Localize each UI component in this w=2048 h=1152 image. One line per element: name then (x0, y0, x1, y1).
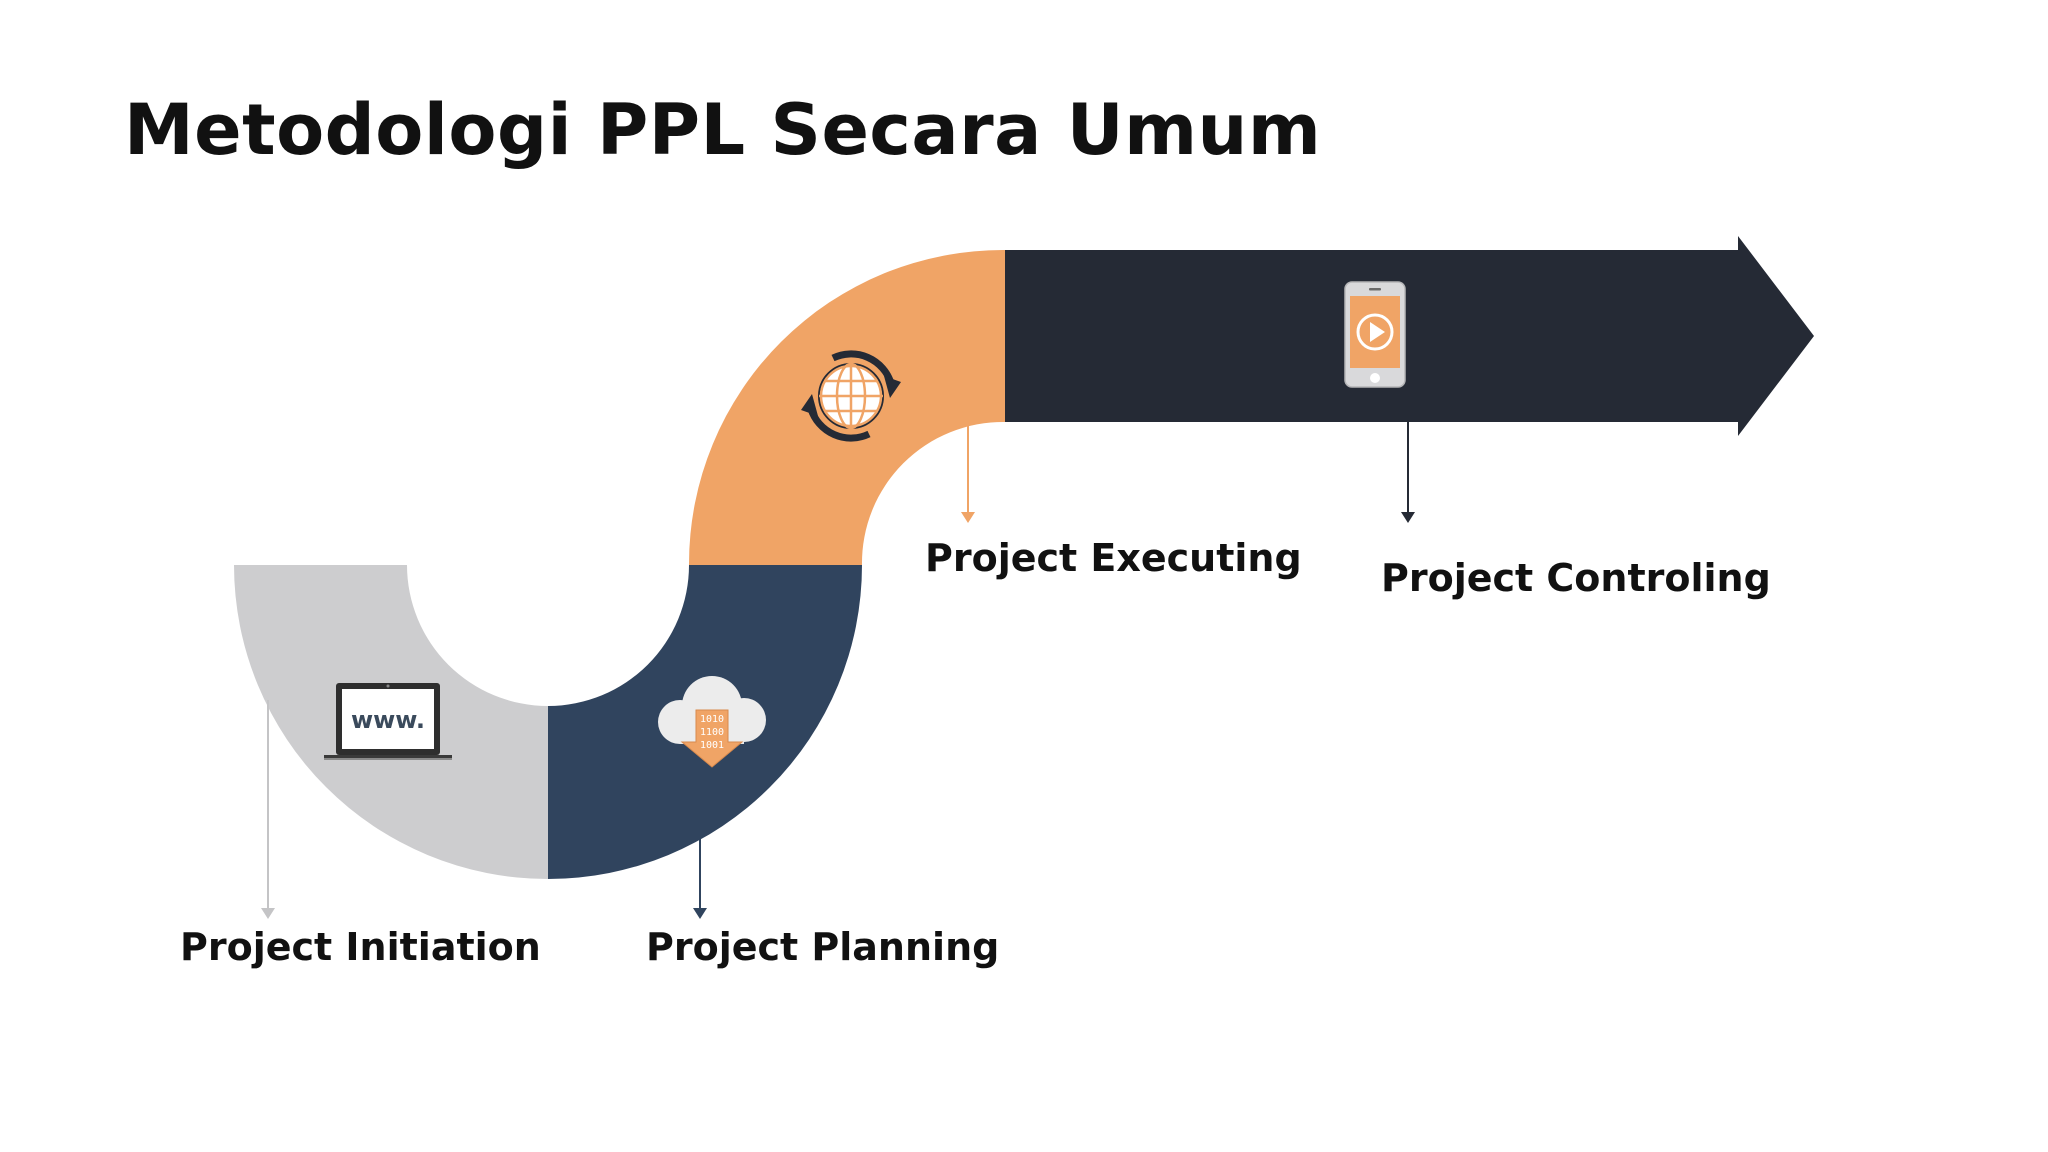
planning-pointer (693, 838, 707, 919)
laptop-www-icon: www. (324, 683, 452, 760)
globe-sync-icon (801, 350, 901, 442)
controling-arrow (1005, 236, 1814, 436)
step-label-initiation: Project Initiation (180, 925, 541, 969)
svg-text:1010: 1010 (700, 714, 724, 725)
step-label-controling: Project Controling (1381, 556, 1771, 600)
slide-title: Metodologi PPL Secara Umum (124, 89, 1322, 171)
svg-text:www.: www. (351, 706, 425, 734)
cloud-download-icon: 1010 1100 1001 (658, 676, 766, 768)
executing-pointer (961, 422, 975, 523)
controling-pointer (1401, 422, 1415, 523)
svg-text:1100: 1100 (700, 727, 724, 738)
initiation-pointer (261, 700, 275, 919)
smartphone-play-icon (1344, 281, 1406, 388)
svg-text:1001: 1001 (700, 740, 724, 751)
step-label-planning: Project Planning (646, 925, 999, 969)
step-label-executing: Project Executing (925, 536, 1302, 580)
